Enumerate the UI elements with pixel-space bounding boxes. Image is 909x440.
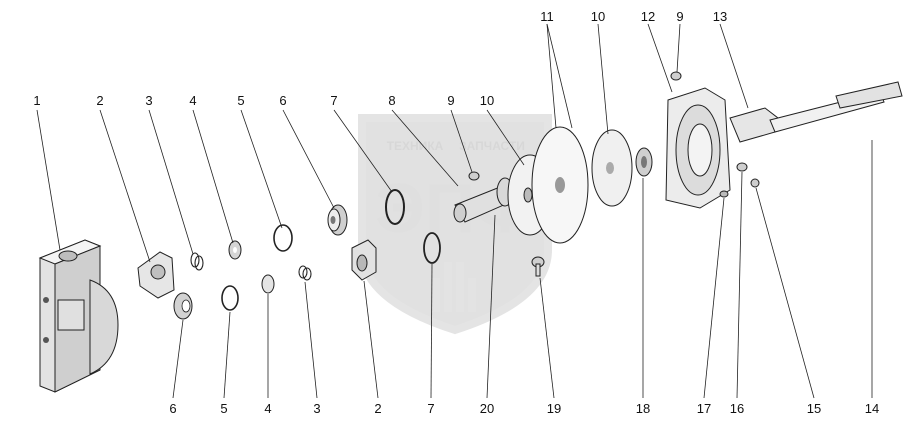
callout-5: 5 [237,93,244,108]
callout-13: 13 [713,9,727,24]
callout-10-right: 10 [591,9,605,24]
part-12-cover [665,87,731,209]
callout-5-bottom: 5 [220,401,227,416]
part-7-ring [385,189,405,225]
callout-4-bottom: 4 [264,401,271,416]
callout-20: 20 [480,401,494,416]
part-19-bolt [531,256,545,277]
part-4-washer [228,240,242,260]
callout-8: 8 [388,93,395,108]
callout-7-bottom: 7 [427,401,434,416]
part-17-bolt [719,190,729,198]
callout-4: 4 [189,93,196,108]
callout-2: 2 [96,93,103,108]
callout-7: 7 [330,93,337,108]
callout-16: 16 [730,401,744,416]
part-1-housing [38,239,119,393]
callout-1: 1 [33,93,40,108]
part-13-bracket [729,107,779,143]
callout-12: 12 [641,9,655,24]
part-16-bolt [736,162,748,172]
callout-9-right: 9 [676,9,683,24]
part-2-lower-flange [351,239,377,281]
callout-11: 11 [540,9,554,24]
callout-17: 17 [697,401,711,416]
callout-6-bottom: 6 [169,401,176,416]
callout-3: 3 [145,93,152,108]
part-3-lower-spring [298,265,312,281]
part-11-gasket [531,126,589,244]
callout-3-bottom: 3 [313,401,320,416]
callout-14: 14 [865,401,879,416]
part-5-lower-ring [221,285,239,311]
part-5-ring [273,224,293,252]
callout-6: 6 [279,93,286,108]
part-9-nut [468,171,480,181]
callout-18: 18 [636,401,650,416]
part-9-right-nut [670,71,682,81]
callout-10: 10 [480,93,494,108]
part-14-lever [769,81,903,133]
part-7-lower-ring [423,232,441,264]
watermark-line1: ТЕХНИКА [387,139,444,153]
callout-15: 15 [807,401,821,416]
part-4-lower-washer [261,274,275,294]
watermark-line2: ЗАПЧАСТИ [459,139,525,153]
part-10-right-disc [591,129,633,207]
part-2-flange [137,251,175,299]
part-3-spring [190,252,204,271]
callout-19: 19 [547,401,561,416]
part-6-lower-bushing [173,292,193,320]
watermark-building-icon [432,262,476,312]
callout-9: 9 [447,93,454,108]
callouts-bottom: 6 5 4 3 2 7 20 19 18 17 16 15 14 [169,401,879,416]
part-15-screw [750,178,760,188]
part-18-nut [635,147,653,177]
part-6-bushing [327,204,348,236]
callouts-top: 1 2 3 4 5 6 7 8 9 10 11 10 12 9 13 [33,9,727,108]
leader-lines [36,23,873,399]
callout-2-bottom: 2 [374,401,381,416]
